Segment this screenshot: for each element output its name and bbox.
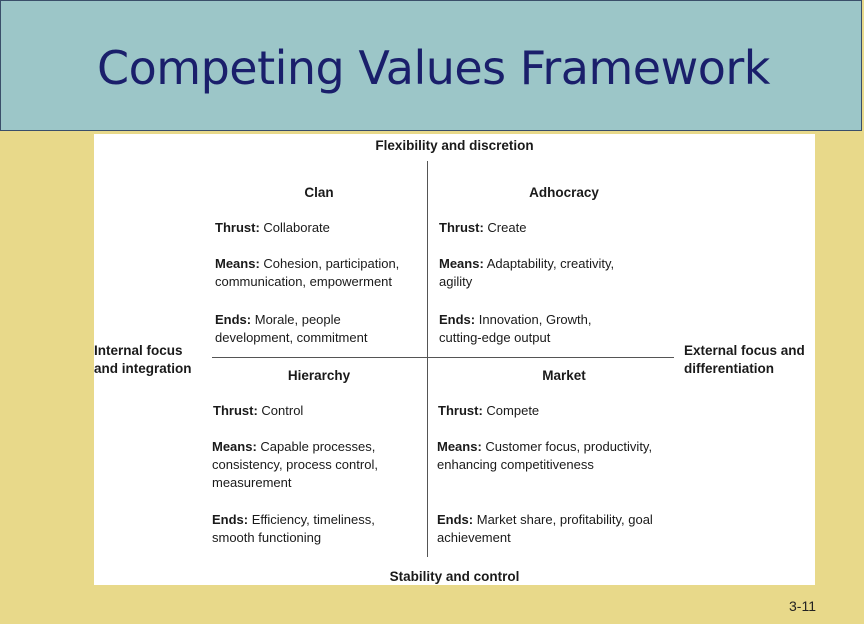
right-axis-label: External focus and differentiation [684,342,805,378]
adhocracy-thrust: Thrust: Create [439,219,526,237]
market-ends-line-1: Market share, profitability, goal [476,512,653,527]
hierarchy-ends-label: Ends: [212,512,249,527]
clan-means-line-1: Cohesion, participation, [263,256,400,271]
clan-means: Means: Cohesion, participation, communic… [215,255,399,291]
hierarchy-ends: Ends: Efficiency, timeliness, smooth fun… [212,511,375,547]
hierarchy-ends-line-1: Efficiency, timeliness, [251,512,375,527]
hierarchy-means-line-3: measurement [212,475,292,490]
framework-diagram: Flexibility and discretion Stability and… [94,134,815,585]
hierarchy-ends-line-2: smooth functioning [212,530,322,545]
market-thrust: Thrust: Compete [438,402,539,420]
adhocracy-ends-label: Ends: [439,312,476,327]
slide-title: Competing Values Framework [97,41,770,95]
clan-means-label: Means: [215,256,260,271]
adhocracy-means-label: Means: [439,256,484,271]
page-number: 3-11 [789,598,816,614]
title-bar: Competing Values Framework [0,0,862,131]
adhocracy-thrust-value: Create [487,220,527,235]
adhocracy-ends-line-2: cutting-edge output [439,330,551,345]
horizontal-divider [212,357,674,358]
adhocracy-ends-line-1: Innovation, Growth, [478,312,592,327]
market-ends-line-2: achievement [437,530,511,545]
clan-ends: Ends: Morale, people development, commit… [215,311,367,347]
left-axis-line-1: Internal focus [94,343,183,358]
market-means-label: Means: [437,439,482,454]
hierarchy-thrust-value: Control [261,403,304,418]
clan-ends-label: Ends: [215,312,252,327]
market-ends-label: Ends: [437,512,474,527]
adhocracy-title: Adhocracy [529,185,599,200]
clan-ends-line-2: development, commitment [215,330,368,345]
hierarchy-thrust-label: Thrust: [213,403,258,418]
clan-thrust-label: Thrust: [215,220,260,235]
hierarchy-means-line-2: consistency, process control, [212,457,378,472]
bottom-axis-label: Stability and control [389,569,520,584]
hierarchy-means: Means: Capable processes, consistency, p… [212,438,378,492]
adhocracy-means-line-2: agility [439,274,473,289]
left-axis-label: Internal focus and integration [94,342,192,378]
hierarchy-means-line-1: Capable processes, [260,439,376,454]
adhocracy-means: Means: Adaptability, creativity, agility [439,255,614,291]
clan-means-line-2: communication, empowerment [215,274,393,289]
vertical-divider [427,161,428,557]
clan-thrust: Thrust: Collaborate [215,219,330,237]
hierarchy-thrust: Thrust: Control [213,402,303,420]
market-thrust-label: Thrust: [438,403,483,418]
hierarchy-title: Hierarchy [287,368,351,383]
clan-title: Clan [304,185,334,200]
right-axis-line-2: differentiation [684,361,774,376]
adhocracy-means-line-1: Adaptability, creativity, [486,256,615,271]
adhocracy-thrust-label: Thrust: [439,220,484,235]
market-ends: Ends: Market share, profitability, goal … [437,511,653,547]
hierarchy-means-label: Means: [212,439,257,454]
market-means-line-2: enhancing competitiveness [437,457,594,472]
right-axis-line-1: External focus and [684,343,805,358]
market-means-line-1: Customer focus, productivity, [485,439,653,454]
left-axis-line-2: and integration [94,361,192,376]
market-means: Means: Customer focus, productivity, enh… [437,438,652,474]
top-axis-label: Flexibility and discretion [375,138,534,153]
clan-thrust-value: Collaborate [263,220,330,235]
adhocracy-ends: Ends: Innovation, Growth, cutting-edge o… [439,311,591,347]
market-thrust-value: Compete [486,403,540,418]
market-title: Market [542,368,586,383]
clan-ends-line-1: Morale, people [254,312,341,327]
